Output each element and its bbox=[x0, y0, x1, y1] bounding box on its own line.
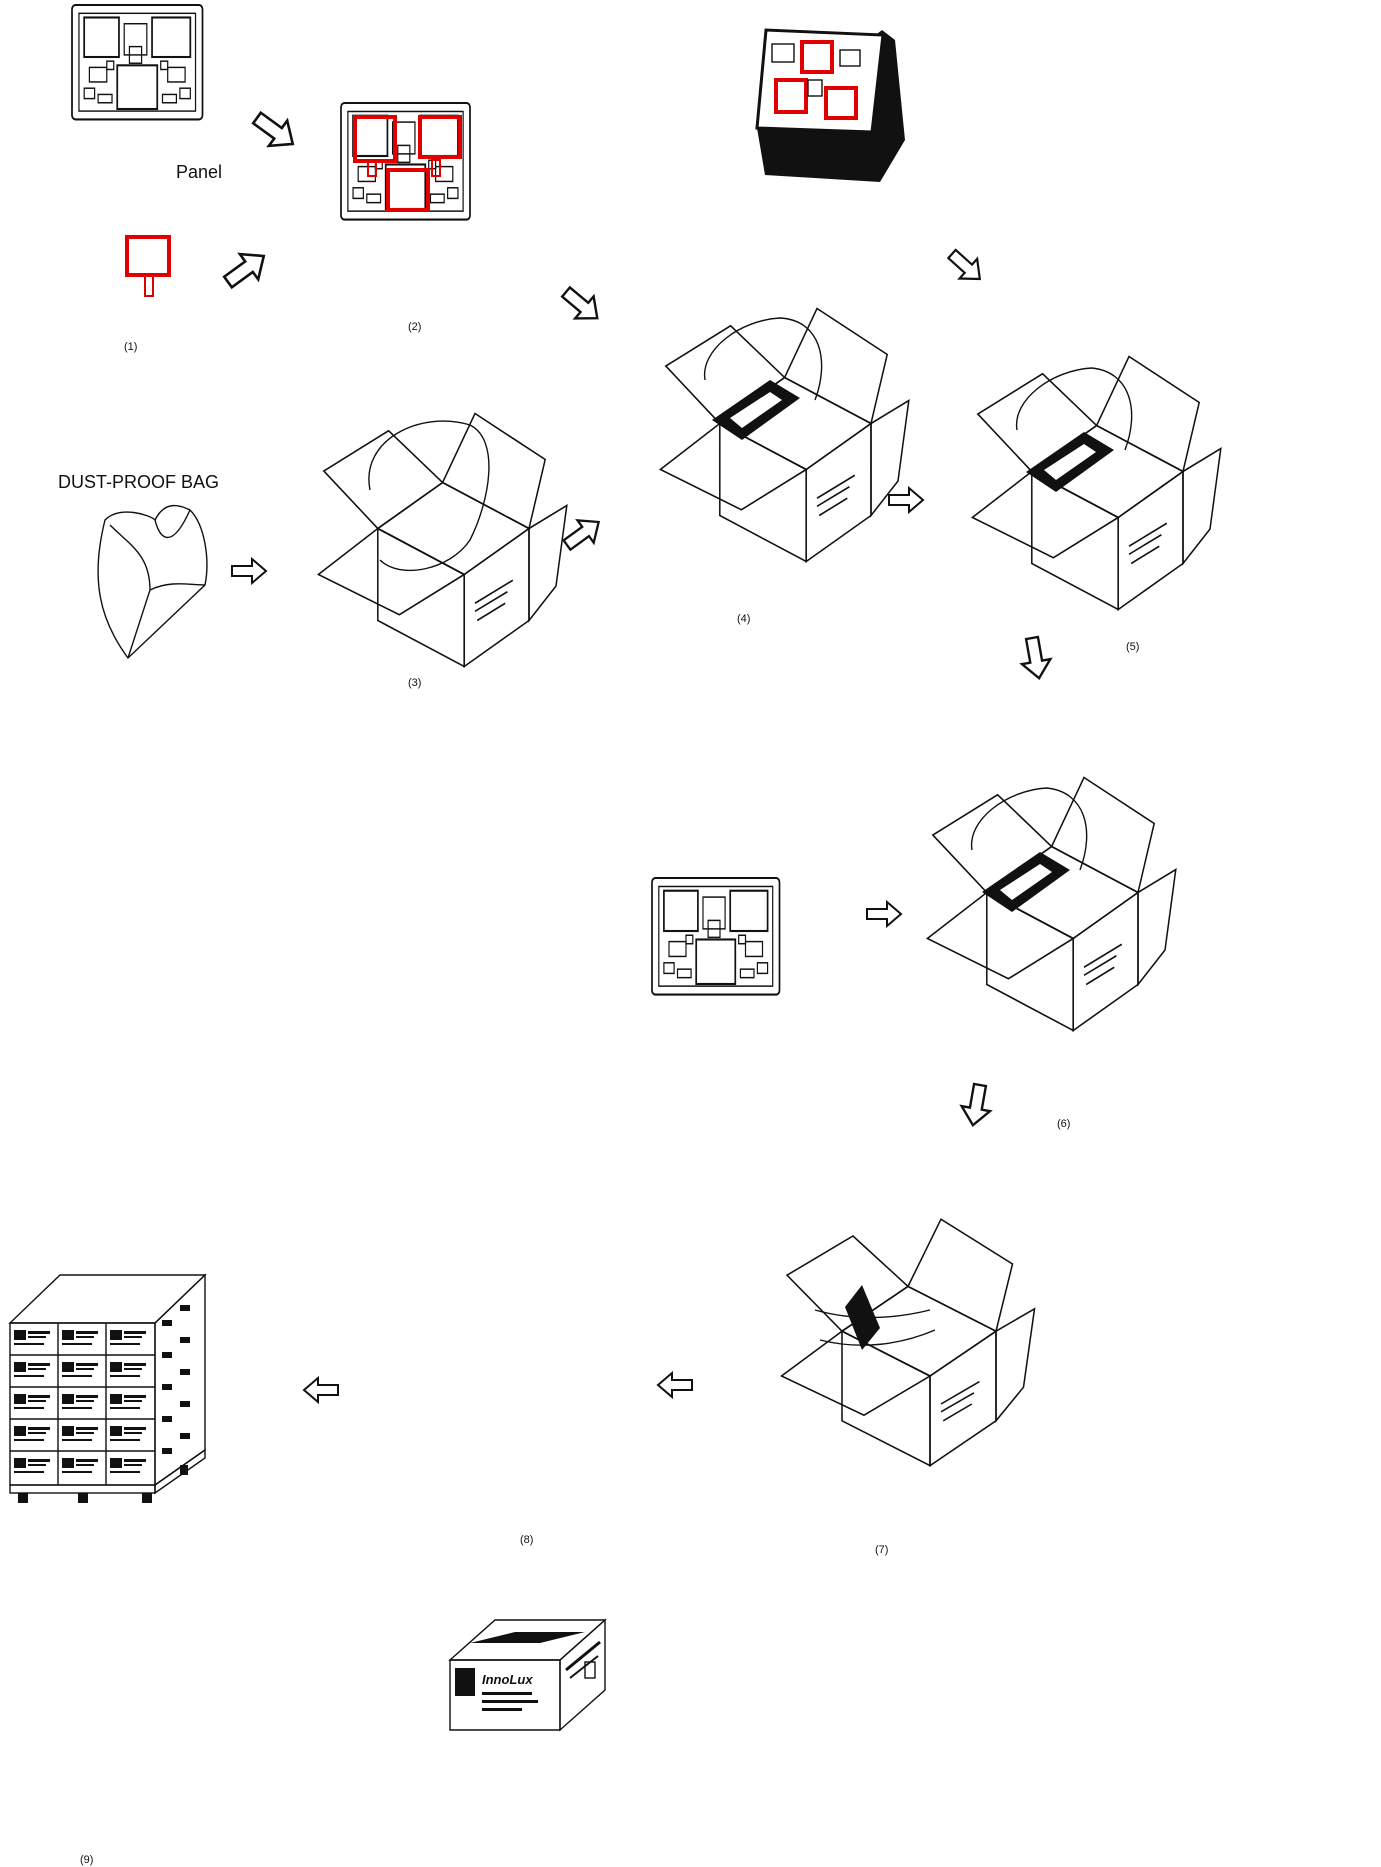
step-8-label: (8) bbox=[520, 1534, 533, 1546]
pallet-base bbox=[10, 1450, 205, 1503]
step-4-label: (4) bbox=[737, 613, 750, 625]
top-cover-tray bbox=[652, 878, 780, 995]
panel-label: Panel bbox=[176, 162, 222, 182]
arrow-7-to-8 bbox=[658, 1373, 692, 1397]
dust-proof-bag bbox=[98, 506, 207, 658]
arrow-tray-to-6 bbox=[867, 902, 901, 926]
dust-proof-bag-label: DUST-PROOF BAG bbox=[58, 472, 219, 492]
step-4-box-with-tray bbox=[660, 309, 908, 562]
step-3-box-with-bag bbox=[318, 414, 566, 667]
arrow-1-to-2-upper bbox=[248, 105, 302, 156]
step-3-label: (3) bbox=[408, 677, 421, 689]
arrow-8-to-9 bbox=[304, 1378, 338, 1402]
step-7-label: (7) bbox=[875, 1544, 888, 1556]
step-6-box-with-cover bbox=[927, 778, 1175, 1031]
arrow-stack-to-5 bbox=[943, 244, 988, 289]
step-2-tray-with-panels bbox=[341, 103, 470, 220]
arrow-4-to-5 bbox=[889, 488, 923, 512]
arrow-bag-to-3 bbox=[232, 559, 266, 583]
step-1-label: (1) bbox=[124, 341, 137, 353]
red-panel-carrier bbox=[127, 237, 169, 296]
step-5-box-with-trays bbox=[972, 357, 1220, 610]
tray-stack bbox=[757, 30, 905, 182]
arrow-1-to-2-lower bbox=[219, 243, 273, 294]
step-9-pallet-load bbox=[10, 1275, 205, 1503]
step-6-label: (6) bbox=[1057, 1118, 1070, 1130]
step-2-label: (2) bbox=[408, 321, 421, 333]
arrow-3-to-4 bbox=[559, 511, 607, 556]
step-1-panel-tray bbox=[72, 5, 203, 119]
step-7-sealed-bag-box bbox=[782, 1219, 1035, 1465]
carton-grid-side bbox=[162, 1305, 190, 1454]
step-5-label: (5) bbox=[1126, 641, 1139, 653]
arrow-6-to-7 bbox=[959, 1082, 994, 1127]
carton-brand: InnoLux bbox=[482, 1672, 533, 1687]
step-8-closed-carton: InnoLux bbox=[450, 1620, 605, 1730]
arrow-2-to-4 bbox=[557, 281, 607, 329]
step-9-label: (9) bbox=[80, 1854, 93, 1866]
arrow-5-to-6 bbox=[1018, 635, 1053, 680]
